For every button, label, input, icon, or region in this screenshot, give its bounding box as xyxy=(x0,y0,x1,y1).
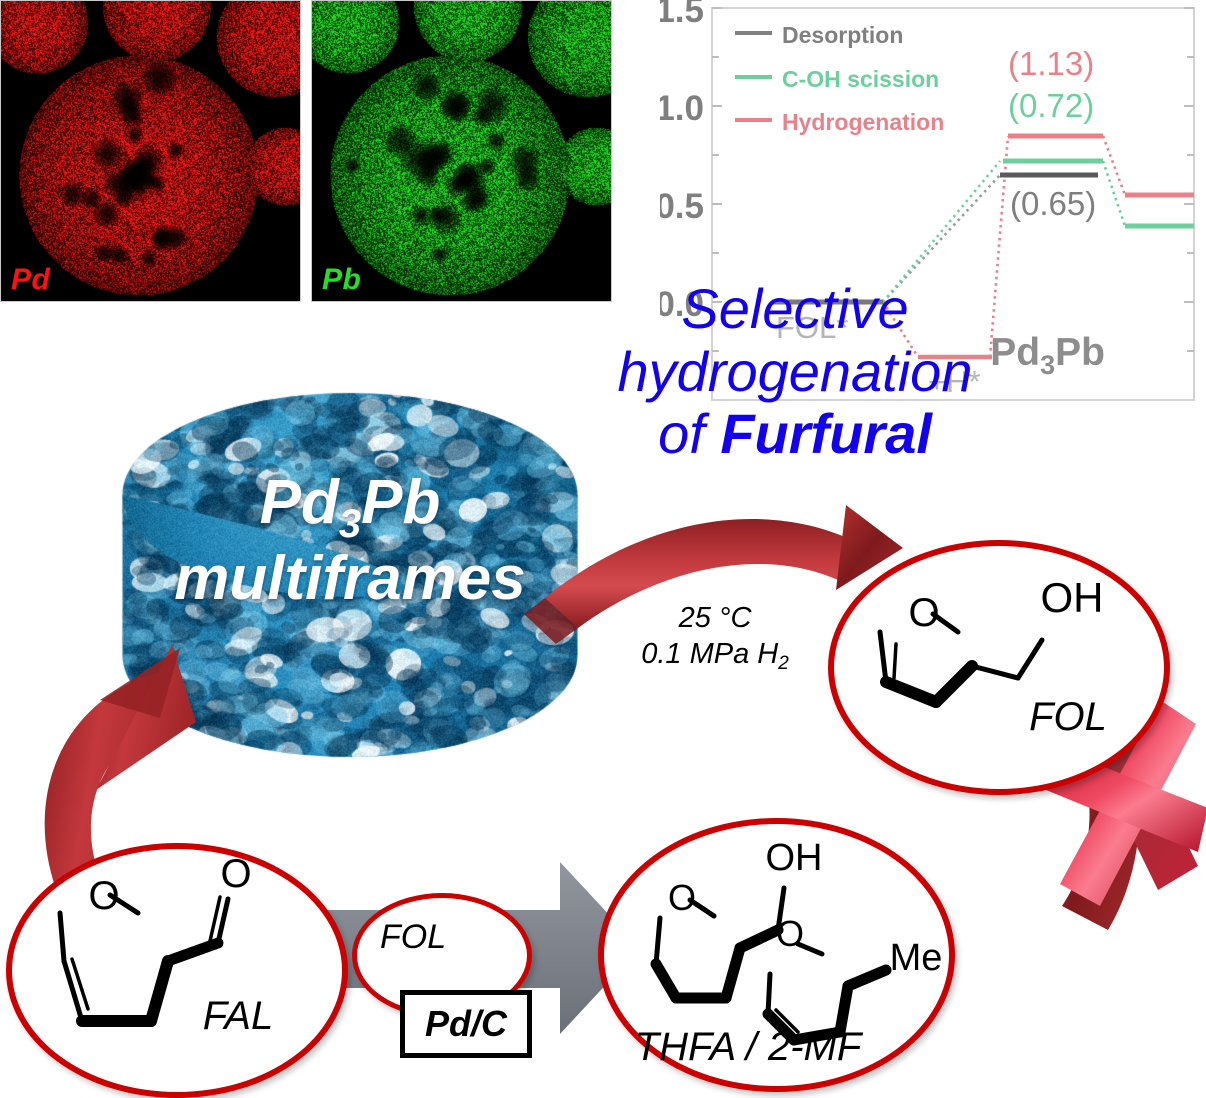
eds-map-pb-canvas xyxy=(312,1,611,301)
headline-line-2: hydrogenation xyxy=(617,339,973,403)
catalyst-canvas xyxy=(100,375,600,775)
panel-label-prefix: Pd xyxy=(990,331,1040,374)
y-tick-label-1p5: 1.5 xyxy=(660,0,704,30)
plot-frame xyxy=(711,7,1195,401)
catalyst-box-pdc: Pd/C xyxy=(400,990,532,1058)
state-label-h: +H* xyxy=(928,364,981,399)
state-label-fol: FOL* xyxy=(776,310,848,345)
panel-label-suffix: Pb xyxy=(1055,331,1105,374)
energy-levels xyxy=(772,133,1194,360)
legend-label-desorption: Desorption xyxy=(782,22,903,48)
molecule-card-byproducts xyxy=(598,818,955,1092)
y-tick-label-0p0: 0.0 xyxy=(660,285,704,324)
catalyst-illustration xyxy=(100,375,600,775)
state-connectors xyxy=(881,135,1127,358)
barrier-annotation-desorption: (0.65) xyxy=(1010,185,1096,222)
free-energy-diagram-svg: 1.5 1.0 0.5 0.0 ΔG (eV) Desorption C-OH … xyxy=(660,0,1195,401)
eds-map-pd-canvas xyxy=(1,1,300,301)
legend-label-hydrogenation: Hydrogenation xyxy=(782,109,944,135)
legend-label-coh-scission: C-OH scission xyxy=(782,66,939,92)
y-tick-label-1p0: 1.0 xyxy=(660,89,704,128)
headline-line-3-prefix: of xyxy=(658,402,721,466)
chart-legend: Desorption C-OH scission Hydrogenation xyxy=(735,22,944,135)
condition-temperature: 25 °C xyxy=(678,602,752,634)
headline-line-3: of Furfural xyxy=(560,403,1030,466)
reaction-conditions: 25 °C 0.1 MPa H2 xyxy=(620,600,810,676)
barrier-annotation-coh-scission: (0.72) xyxy=(1008,87,1094,124)
eds-map-pd: Pd xyxy=(0,0,301,302)
molecule-card-fol xyxy=(828,540,1170,795)
molecule-card-fal xyxy=(6,843,348,1098)
condition-pressure: 0.1 MPa H2 xyxy=(620,636,810,676)
eds-map-pb-label: Pb xyxy=(322,263,362,296)
condition-pressure-sub: 2 xyxy=(778,653,789,675)
eds-map-pd-label: Pd xyxy=(11,263,51,296)
fol-small-label: FOL xyxy=(380,918,447,956)
condition-pressure-text: 0.1 MPa H xyxy=(641,638,779,671)
page-title: Selective hydrogenation of Furfural xyxy=(560,277,1030,466)
headline-substrate: Furfural xyxy=(720,402,932,466)
panel-label-pd3pb: Pd3Pb xyxy=(990,331,1105,380)
catalyst-box-label: Pd/C xyxy=(424,1003,507,1044)
headline-line-1: Selective xyxy=(681,277,909,340)
y-axis-ticks xyxy=(712,7,1194,352)
free-energy-diagram: 1.5 1.0 0.5 0.0 ΔG (eV) Desorption C-OH … xyxy=(660,0,1206,412)
panel-label-sub: 3 xyxy=(1040,350,1055,380)
eds-map-pb: Pb xyxy=(311,0,612,302)
barrier-annotation-hydrogenation: (1.13) xyxy=(1008,45,1094,82)
y-tick-label-0p5: 0.5 xyxy=(660,187,704,226)
